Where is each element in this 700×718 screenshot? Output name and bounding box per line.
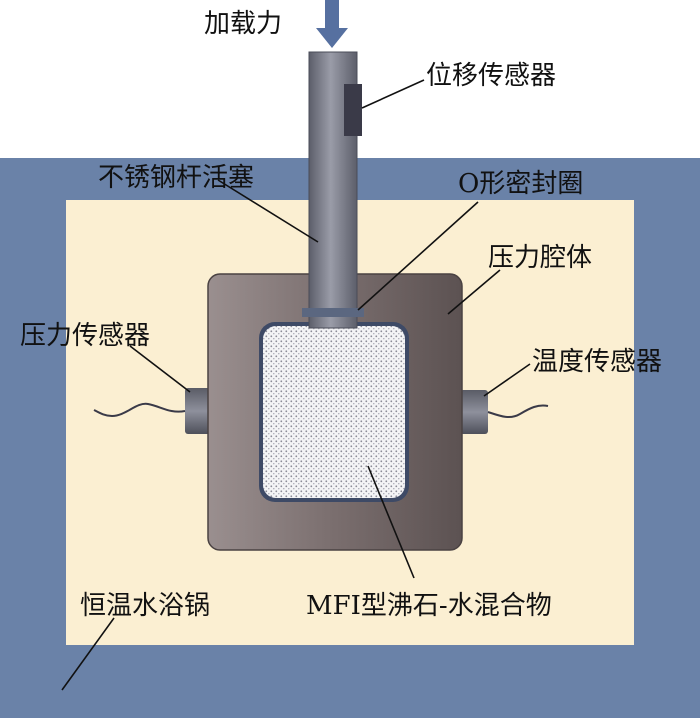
right-sensor-wire bbox=[487, 404, 549, 419]
left-sensor-wire bbox=[93, 402, 186, 418]
label-temperature-sensor: 温度传感器 bbox=[532, 347, 662, 377]
leader-pressure-sensor bbox=[129, 345, 191, 393]
displacement-sensor bbox=[344, 84, 362, 136]
zeolite-water-mixture bbox=[263, 326, 405, 498]
label-piston: 不锈钢杆活塞 bbox=[98, 163, 254, 193]
leader-displacement-sensor bbox=[361, 79, 425, 109]
right-sensor-body bbox=[460, 390, 488, 434]
label-pressure-sensor: 压力传感器 bbox=[20, 321, 150, 351]
label-displacement-sensor: 位移传感器 bbox=[426, 61, 556, 91]
load-arrow-icon bbox=[316, 0, 348, 48]
leader-o-ring bbox=[357, 201, 479, 311]
label-o-ring: O形密封圈 bbox=[458, 169, 583, 199]
label-mixture: MFI型沸石-水混合物 bbox=[306, 591, 552, 621]
leader-water-bath bbox=[61, 617, 115, 691]
leader-temperature-sensor bbox=[483, 363, 531, 397]
label-pressure-chamber: 压力腔体 bbox=[488, 243, 592, 273]
leader-pressure-chamber bbox=[447, 269, 501, 315]
leader-piston bbox=[217, 179, 319, 243]
leader-mixture bbox=[367, 465, 415, 579]
label-load: 加载力 bbox=[204, 9, 282, 39]
o-ring-seal bbox=[302, 308, 364, 317]
label-water-bath: 恒温水浴锅 bbox=[80, 591, 210, 621]
